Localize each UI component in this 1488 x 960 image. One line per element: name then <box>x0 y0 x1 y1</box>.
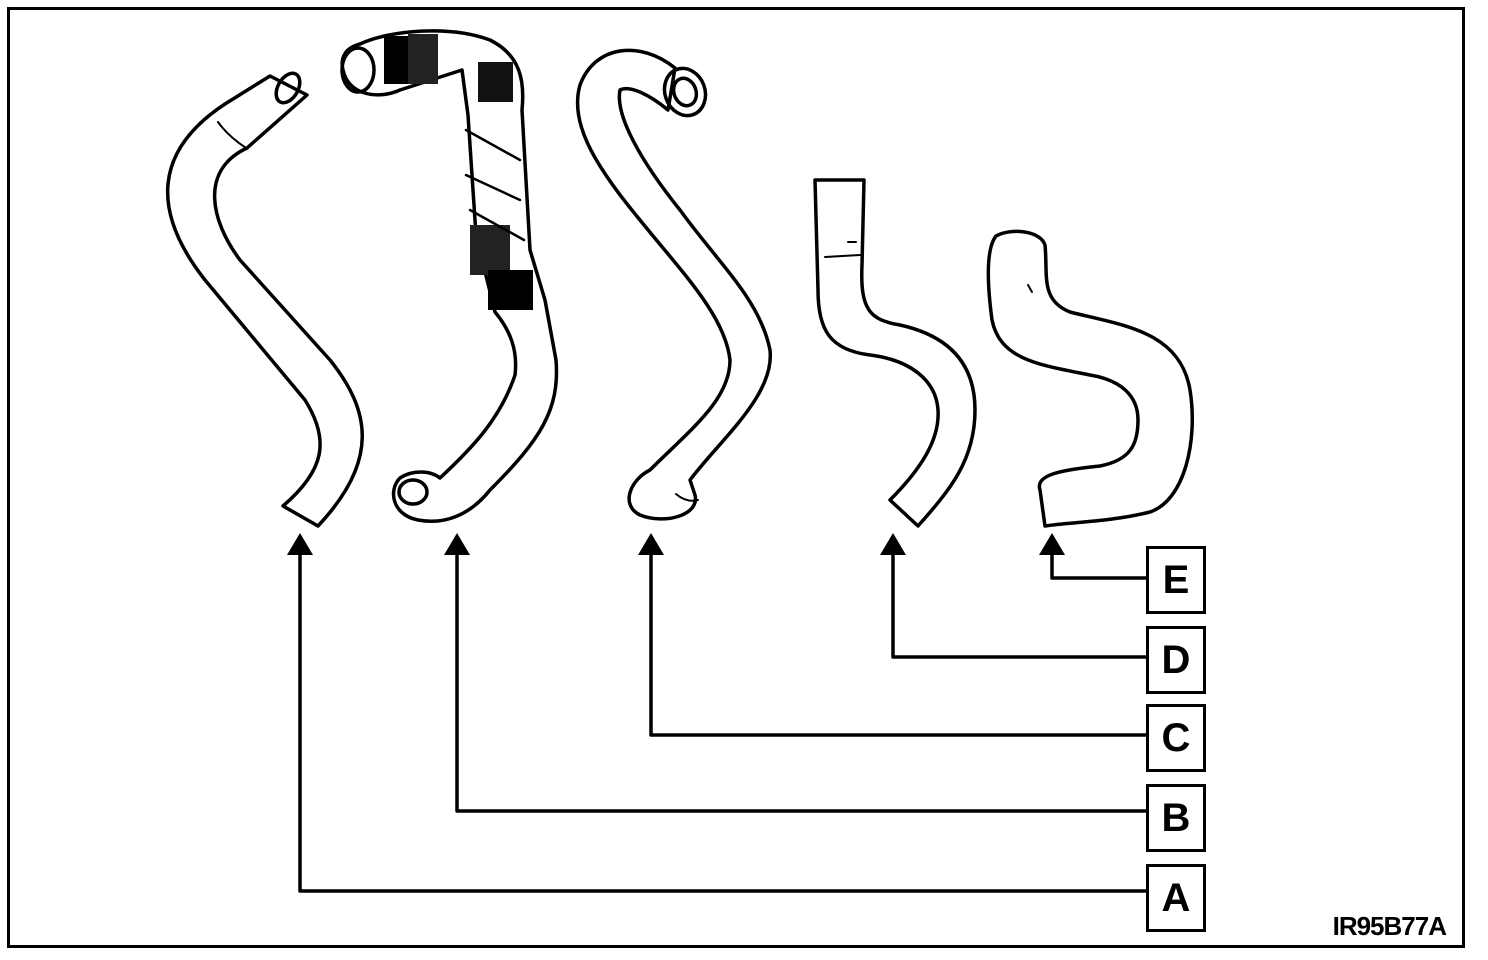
leader-b <box>444 533 1148 813</box>
hose-a <box>165 71 364 528</box>
label-d: D <box>1146 626 1206 694</box>
hose-d <box>813 178 977 528</box>
label-b: B <box>1146 784 1206 852</box>
diagram-frame <box>7 7 1465 948</box>
leader-c <box>638 533 1148 737</box>
label-a: A <box>1146 864 1206 932</box>
leader-e <box>1039 533 1148 580</box>
hose-b <box>340 29 559 523</box>
hose-c <box>575 48 772 521</box>
leader-a <box>287 533 1148 893</box>
hose-e <box>986 229 1194 528</box>
leader-d <box>880 533 1148 659</box>
label-e: E <box>1146 546 1206 614</box>
figure-code: IR95B77A <box>1332 911 1447 941</box>
label-c: C <box>1146 704 1206 772</box>
